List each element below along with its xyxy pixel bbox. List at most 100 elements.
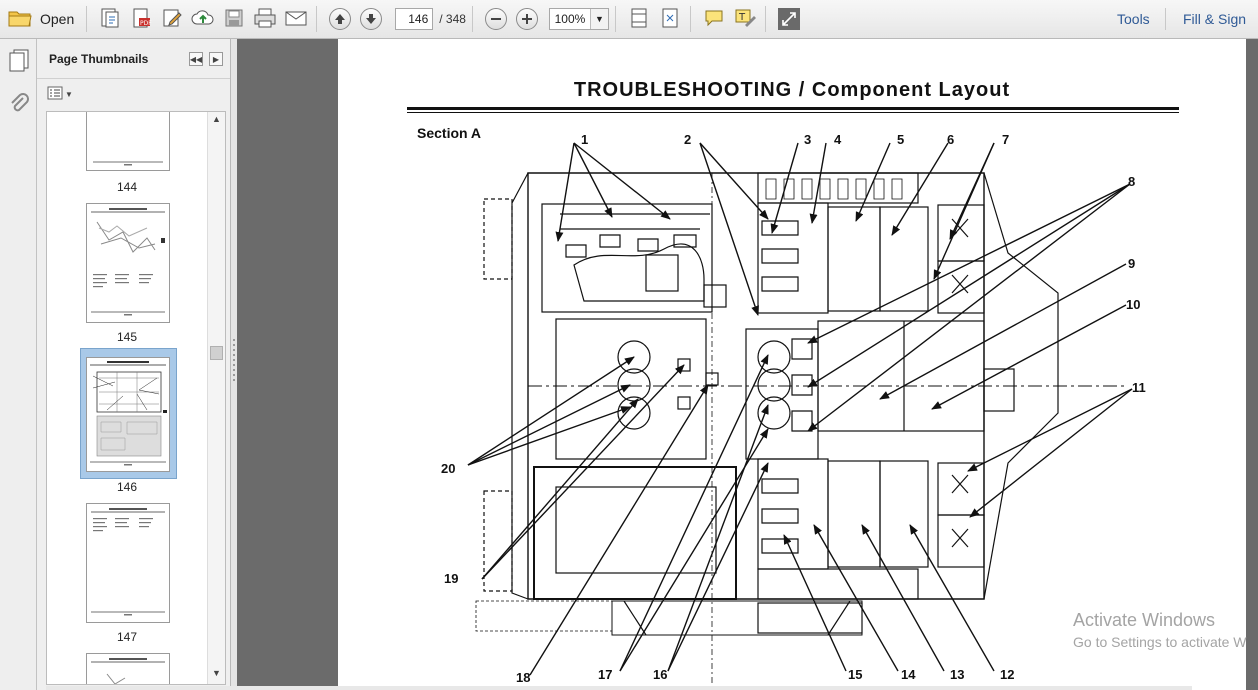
component-layout-diagram: 1 2 3 4 5 6 7 8 9 10 11 12 13 14 15 16 1…	[441, 132, 1146, 685]
thumbnail-page-144[interactable]	[86, 112, 170, 171]
horizontal-scrollbar[interactable]	[46, 686, 1192, 690]
toolbar-separator	[471, 6, 473, 32]
fit-width-icon	[628, 7, 650, 32]
scroll-down-icon[interactable]: ▼	[212, 668, 221, 678]
previous-page-button[interactable]	[326, 5, 354, 33]
callout-20: 20	[441, 461, 455, 476]
pdf-file-icon: PDF	[130, 7, 152, 32]
callout-12: 12	[1000, 667, 1014, 682]
export-pdf-button[interactable]: PDF	[127, 5, 155, 33]
panel-resize-handle[interactable]	[231, 39, 237, 690]
chevron-down-icon[interactable]: ▼	[589, 9, 608, 29]
highlight-button[interactable]: T	[731, 5, 759, 33]
toolbar-separator	[1165, 8, 1166, 30]
expand-panel-icon[interactable]: ▶	[209, 52, 223, 66]
fit-width-button[interactable]	[625, 5, 653, 33]
page-total: / 348	[439, 12, 466, 26]
callout-18: 18	[516, 670, 530, 685]
highlight-text-icon: T	[734, 7, 756, 32]
svg-text:T: T	[738, 12, 746, 23]
callout-7: 7	[1002, 132, 1009, 147]
edit-icon	[161, 7, 183, 32]
scrollbar-thumb[interactable]	[210, 346, 223, 360]
panel-header: Page Thumbnails	[37, 39, 230, 79]
zoom-select[interactable]: 100% ▼	[548, 8, 609, 30]
thumbnail-options-button[interactable]: ▼	[47, 86, 73, 103]
collapse-panel-icon[interactable]: ◀◀	[189, 52, 203, 66]
toolbar-separator	[764, 6, 766, 32]
expand-view-button[interactable]	[775, 5, 803, 33]
page-thumbnails-icon[interactable]	[7, 48, 31, 72]
comment-button[interactable]	[700, 5, 728, 33]
envelope-icon	[284, 8, 308, 31]
cloud-upload-icon	[191, 7, 215, 32]
document-page: TROUBLESHOOTING / Component Layout Secti…	[338, 39, 1246, 690]
next-page-button[interactable]	[357, 5, 385, 33]
thumbnail-label: 147	[116, 630, 138, 644]
thumbnail-scrollbar[interactable]: ▲ ▼	[207, 112, 225, 684]
watermark-title: Activate Windows	[1073, 610, 1216, 630]
print-icon	[253, 7, 277, 32]
open-button[interactable]: Open	[8, 5, 80, 33]
callout-14: 14	[901, 667, 916, 682]
create-pdf-button[interactable]	[96, 5, 124, 33]
callout-11: 11	[1132, 380, 1146, 395]
expand-arrows-icon	[777, 8, 800, 30]
toolbar-separator	[614, 6, 616, 32]
callout-3: 3	[804, 132, 811, 147]
create-pdf-icon	[99, 7, 121, 32]
tools-link[interactable]: Tools	[1117, 11, 1150, 27]
print-button[interactable]	[251, 5, 279, 33]
open-label: Open	[40, 11, 75, 27]
comment-icon	[703, 8, 725, 31]
callout-8: 8	[1128, 174, 1135, 189]
thumbnail-label: 144	[116, 180, 138, 194]
thumbnail-page-145[interactable]	[86, 203, 170, 323]
save-icon	[224, 8, 244, 31]
fill-sign-link[interactable]: Fill & Sign	[1183, 11, 1247, 27]
plus-icon	[515, 8, 538, 30]
thumbnail-label: 145	[116, 330, 138, 344]
title-rule-thin	[407, 112, 1179, 113]
page-number-input[interactable]: 146	[395, 8, 434, 30]
thumbnail-list: 144 145	[46, 111, 226, 685]
expand-icon	[659, 7, 681, 32]
page-title: TROUBLESHOOTING / Component Layout	[573, 79, 1011, 101]
callout-16: 16	[653, 667, 667, 682]
upload-button[interactable]	[189, 5, 217, 33]
toolbar: Open PDF 146 / 348 100% ▼	[0, 0, 1258, 39]
minus-icon	[484, 8, 507, 30]
callout-9: 9	[1128, 256, 1135, 271]
thumbnail-page-146[interactable]	[86, 357, 170, 472]
callout-19: 19	[444, 571, 458, 586]
title-rule	[407, 107, 1179, 110]
callout-10: 10	[1126, 297, 1140, 312]
email-button[interactable]	[282, 5, 310, 33]
callout-17: 17	[598, 667, 612, 682]
thumbnail-page-148[interactable]	[86, 653, 170, 684]
list-options-icon	[47, 86, 63, 103]
save-button[interactable]	[220, 5, 248, 33]
zoom-out-button[interactable]	[482, 5, 510, 33]
thumbnail-label: 146	[116, 480, 138, 494]
section-label: Section A	[417, 125, 482, 141]
toolbar-separator	[689, 6, 691, 32]
scroll-up-icon[interactable]: ▲	[212, 114, 221, 124]
callout-leaders	[467, 142, 1133, 676]
toolbar-separator	[86, 6, 88, 32]
callout-labels: 1 2 3 4 5 6 7 8 9 10 11 12 13 14 15 16 1…	[441, 132, 1146, 685]
svg-text:PDF: PDF	[140, 20, 152, 27]
thumbnail-page-147[interactable]	[86, 503, 170, 623]
callout-15: 15	[848, 667, 862, 682]
callout-13: 13	[950, 667, 964, 682]
full-screen-button[interactable]	[656, 5, 684, 33]
attachment-icon[interactable]	[7, 92, 31, 116]
callout-5: 5	[897, 132, 904, 147]
edit-pdf-button[interactable]	[158, 5, 186, 33]
zoom-in-button[interactable]	[513, 5, 541, 33]
activation-watermark: Activate Windows Go to Settings to activ…	[1073, 610, 1247, 650]
document-viewport[interactable]: TROUBLESHOOTING / Component Layout Secti…	[237, 39, 1258, 690]
toolbar-separator	[316, 6, 318, 32]
callout-2: 2	[684, 132, 691, 147]
chevron-down-icon: ▼	[65, 90, 73, 99]
